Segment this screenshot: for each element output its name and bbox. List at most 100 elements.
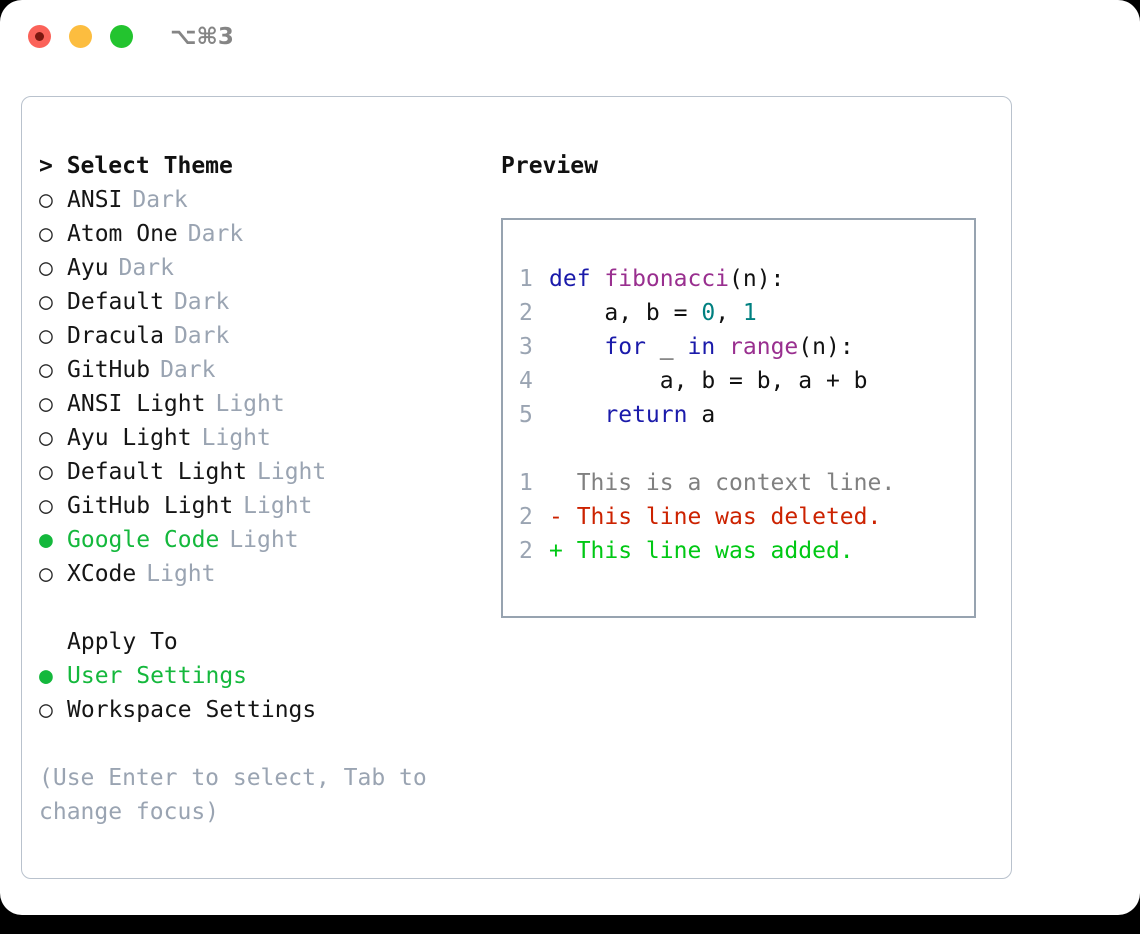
code-line-text: a, b = b, a + b [549, 364, 868, 398]
diff-line-text: - This line was deleted. [549, 504, 882, 530]
radio-unselected-icon: ○ [39, 357, 53, 383]
theme-option-kind-badge: Light [257, 459, 327, 485]
code-line-number: 1 [519, 266, 533, 292]
code-line-text: a, b = 0, 1 [549, 296, 757, 330]
diff-line-ctx: 1 This is a context line. [519, 466, 970, 500]
code-token-plain: (n): [729, 266, 785, 292]
close-window-button[interactable] [28, 25, 51, 48]
code-line: 2 a, b = 0, 1 [519, 296, 970, 330]
code-token-plain: a, b = [549, 300, 702, 326]
preview-heading: Preview [501, 153, 598, 179]
theme-option-label: XCode [67, 561, 137, 587]
code-token-kw: for [604, 334, 646, 360]
keyboard-hint: (Use Enter to select, Tab to change focu… [39, 765, 441, 825]
theme-option-kind-badge: Dark [160, 357, 216, 383]
theme-option-kind-badge: Dark [173, 323, 230, 349]
apply-to-heading: Apply To [67, 629, 178, 655]
radio-selected-icon: ● [39, 527, 53, 553]
theme-option-dracula[interactable]: ○ Dracula Dark [39, 319, 489, 353]
code-line: 4 a, b = b, a + b [519, 364, 970, 398]
apply-to-list: ●User Settings○Workspace Settings [39, 659, 489, 727]
radio-unselected-icon: ○ [39, 187, 53, 213]
code-line-text: for _ in range(n): [549, 330, 853, 364]
theme-option-kind-badge: Light [229, 527, 299, 553]
radio-selected-icon: ● [39, 663, 53, 689]
theme-option-label: Dracula [67, 323, 164, 349]
theme-option-kind-badge: Light [215, 391, 285, 417]
code-token-plain [549, 334, 604, 360]
theme-option-github[interactable]: ○ GitHub Dark [39, 353, 489, 387]
apply-to-heading-indent [39, 625, 67, 659]
radio-unselected-icon: ○ [39, 221, 53, 247]
diff-line-number: 1 [519, 470, 533, 496]
diff-line-text: + This line was added. [549, 538, 854, 564]
diff-line-del: 2 - This line was deleted. [519, 500, 970, 534]
code-token-num: 1 [742, 300, 757, 326]
list-spacer [39, 591, 489, 625]
theme-option-label: ANSI Light [67, 391, 206, 417]
window-shortcut-label: ⌥⌘3 [170, 24, 234, 50]
radio-unselected-icon: ○ [39, 289, 53, 315]
radio-unselected-icon: ○ [39, 425, 53, 451]
code-blank-line [519, 432, 970, 466]
theme-option-ayu[interactable]: ○ Ayu Dark [39, 251, 489, 285]
theme-option-ayu-light[interactable]: ○ Ayu Light Light [39, 421, 489, 455]
theme-option-xcode[interactable]: ○ XCode Light [39, 557, 489, 591]
radio-unselected-icon: ○ [39, 323, 53, 349]
radio-unselected-icon: ○ [39, 255, 53, 281]
theme-option-label: Ayu Light [67, 425, 192, 451]
theme-option-label: Google Code [67, 527, 220, 553]
code-token-num: 0 [701, 300, 716, 326]
maximize-window-button[interactable] [110, 25, 133, 48]
code-token-plain [549, 402, 604, 428]
code-token-plain [715, 334, 729, 360]
theme-option-kind-badge: Dark [118, 255, 174, 281]
theme-option-label: GitHub [67, 357, 151, 383]
apply-to-option-workspace-settings[interactable]: ○Workspace Settings [39, 693, 489, 727]
diff-line-number: 2 [519, 504, 533, 530]
apply-to-heading-row: Apply To [39, 625, 489, 659]
code-token-kw: return [604, 402, 688, 428]
traffic-light-group [28, 25, 133, 48]
code-line-number: 3 [519, 334, 533, 360]
theme-option-kind-badge: Light [146, 561, 216, 587]
code-line-number: 5 [519, 402, 533, 428]
theme-option-kind-badge: Light [201, 425, 271, 451]
apply-to-option-user-settings[interactable]: ●User Settings [39, 659, 489, 693]
radio-unselected-icon: ○ [39, 561, 53, 587]
theme-option-kind-badge: Dark [132, 187, 188, 213]
diff-line-add: 2 + This line was added. [519, 534, 970, 568]
apply-to-option-label: Workspace Settings [67, 697, 317, 723]
theme-option-google-code[interactable]: ● Google Code Light [39, 523, 489, 557]
theme-option-label: Atom One [67, 221, 178, 247]
preview-column: Preview 1 def fibonacci(n): 2 a, b = 0, 1 3… [501, 149, 991, 618]
theme-option-label: GitHub Light [67, 493, 234, 519]
code-token-plain: a [687, 402, 716, 428]
code-token-plain: a, b = b, a + b [549, 368, 868, 394]
theme-option-ansi[interactable]: ○ ANSI Dark [39, 183, 489, 217]
theme-option-label: Default [67, 289, 164, 315]
code-preview-box: 1 def fibonacci(n): 2 a, b = 0, 1 3 for _ i… [501, 218, 976, 618]
theme-option-label: Ayu [67, 255, 109, 281]
code-token-plain: , [715, 300, 743, 326]
code-line: 5 return a [519, 398, 970, 432]
theme-option-default[interactable]: ○ Default Dark [39, 285, 489, 319]
select-theme-heading: > Select Theme [39, 153, 233, 179]
theme-option-kind-badge: Dark [173, 289, 230, 315]
code-line: 1 def fibonacci(n): [519, 262, 970, 296]
minimize-window-button[interactable] [69, 25, 92, 48]
code-line-number: 2 [519, 300, 533, 326]
diff-line-number: 2 [519, 538, 533, 564]
code-token-kw: def [549, 266, 605, 292]
theme-option-label: Default Light [67, 459, 248, 485]
code-token-fn: fibonacci [604, 266, 730, 292]
theme-option-label: ANSI [67, 187, 123, 213]
